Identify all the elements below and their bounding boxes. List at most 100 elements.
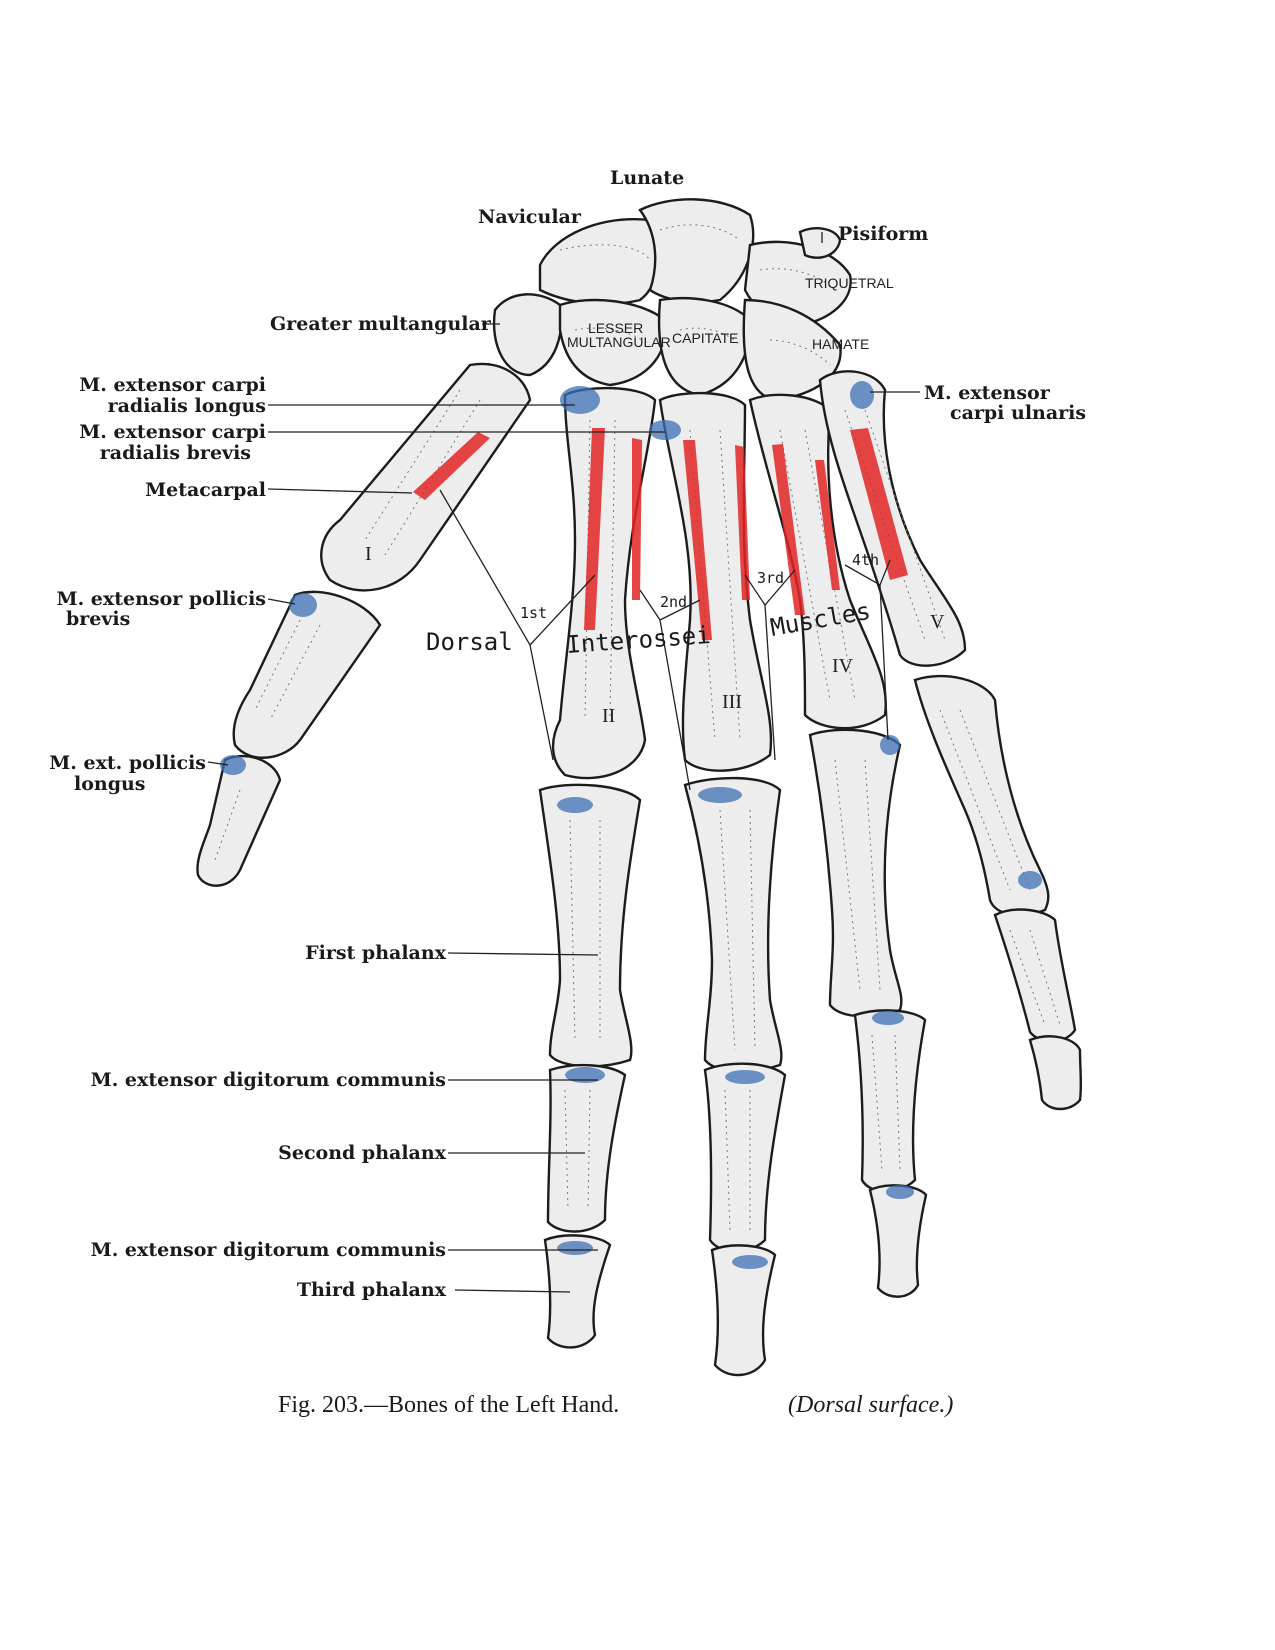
ring-second-phalanx: [853, 1009, 927, 1193]
middle-second-phalanx: [703, 1062, 787, 1253]
label-first-phalanx: First phalanx: [305, 942, 447, 964]
carpal-triquetral: TRIQUETRAL: [805, 275, 894, 291]
carpal-lesser-1: LESSER: [588, 320, 643, 336]
navicular-bone: [538, 218, 660, 306]
label-carpi-ulnaris-1: M. extensor: [924, 382, 1051, 404]
label-pollicis-brevis-1: M. extensor pollicis: [57, 588, 266, 610]
little-third-phalanx: [1028, 1035, 1083, 1111]
blue-insert-carpi-ulnaris: [850, 381, 874, 409]
label-pollicis-longus-2: longus: [74, 773, 146, 795]
capitate-bone: [657, 297, 752, 397]
label-pollicis-brevis-2: brevis: [66, 608, 130, 630]
leader-first-phalanx: [447, 952, 599, 956]
carpal-capitate: CAPITATE: [672, 330, 738, 346]
muscle-insertions: [220, 381, 1042, 1269]
leader-pollicis-brevis: [267, 598, 296, 605]
index-first-phalanx: [538, 783, 642, 1068]
numeral-ii: II: [602, 705, 615, 727]
interossei-1st-down: [529, 644, 554, 761]
lesser-multangular-bone: [558, 298, 667, 387]
blue-insert-index-p3: [557, 1241, 593, 1255]
caption-main: Fig. 203.—Bones of the Left Hand.: [278, 1392, 619, 1418]
little-first-phalanx: [913, 674, 1050, 917]
metacarpal-i: [320, 362, 532, 592]
red-origin-v: [850, 428, 908, 580]
leader-third-phalanx: [454, 1289, 571, 1293]
label-carpi-rad-longus-1: M. extensor carpi: [79, 374, 266, 396]
ring-shading: [779, 429, 901, 1171]
blue-insert-little-p1: [1018, 871, 1042, 889]
label-ext-dig-communis-b: M. extensor digitorum communis: [91, 1239, 446, 1261]
label-ext-dig-communis-a: M. extensor digitorum communis: [91, 1069, 446, 1091]
label-metacarpal: Metacarpal: [145, 479, 266, 501]
lunate-bone: [638, 198, 755, 304]
label-carpi-rad-brevis-2: radialis brevis: [100, 442, 251, 464]
muscle-origins: [413, 428, 908, 640]
carpal-bones: [492, 198, 852, 402]
label-pisiform: Pisiform: [838, 223, 928, 245]
leader-metacarpal: [267, 488, 413, 494]
label-greater-multangular: Greater multangular: [270, 313, 492, 335]
pisiform-bone: [798, 227, 842, 259]
blue-insert-index-p1: [557, 797, 593, 813]
blue-insert-ring-p1: [880, 735, 900, 755]
anatomical-labels: Lunate Navicular Pisiform Greater multan…: [49, 167, 1086, 1301]
carpal-lesser-2: MULTANGULAR: [567, 334, 671, 350]
leader-pollicis-longus: [207, 761, 229, 766]
red-origin-iii-b: [735, 445, 750, 600]
blue-insert-carpi-radialis-brevis: [649, 420, 681, 440]
numeral-v: V: [930, 611, 945, 633]
index-second-phalanx: [546, 1063, 627, 1233]
middle-third-phalanx: [710, 1244, 777, 1377]
blue-insert-middle-p2: [725, 1070, 765, 1084]
metacarpal-ii: [551, 386, 657, 780]
carpal-shading: [559, 224, 836, 366]
blue-insert-ring-p3: [886, 1185, 914, 1199]
ordinal-first: 1st: [520, 604, 547, 622]
thumb-proximal-phalanx: [232, 590, 382, 759]
middle-finger-bones: [658, 391, 787, 1377]
red-origin-iii-a: [683, 440, 712, 640]
label-navicular: Navicular: [478, 206, 582, 228]
label-carpi-rad-longus-2: radialis longus: [108, 395, 266, 417]
interossei-labels: Dorsal Interossei Muscles 1st 2nd 3rd 4t…: [426, 551, 879, 659]
thumb-distal-phalanx: [196, 754, 282, 887]
carpal-labels: TRIQUETRAL HAMATE LESSER MULTANGULAR CAP…: [567, 275, 894, 352]
ordinal-third: 3rd: [757, 569, 784, 587]
blue-insert-pollicis-brevis: [289, 593, 317, 617]
red-origin-ii-a: [584, 428, 605, 630]
ordinal-fourth: 4th: [852, 551, 879, 569]
label-second-phalanx: Second phalanx: [278, 1142, 447, 1164]
middle-shading: [689, 429, 756, 1231]
red-origin-iv-a: [772, 444, 805, 615]
label-carpi-rad-brevis-1: M. extensor carpi: [79, 421, 266, 443]
leader-lines: [207, 232, 920, 1293]
dorsal-text: Dorsal: [426, 628, 513, 656]
ring-first-phalanx: [808, 728, 903, 1018]
blue-insert-carpi-radialis-longus: [560, 386, 600, 414]
index-third-phalanx: [543, 1234, 612, 1349]
red-origin-metacarpal-i: [413, 432, 490, 500]
blue-insert-index-p2: [565, 1067, 605, 1083]
blue-insert-middle-p3: [732, 1255, 768, 1269]
index-finger-bones: [538, 386, 657, 1349]
label-pollicis-longus-1: M. ext. pollicis: [49, 752, 206, 774]
caption-sub: (Dorsal surface.): [788, 1392, 953, 1418]
numeral-i: I: [365, 543, 372, 565]
blue-insert-pollicis-longus: [220, 755, 246, 775]
blue-insert-middle-p1: [698, 787, 742, 803]
little-second-phalanx: [993, 908, 1077, 1043]
numeral-iii: III: [722, 691, 742, 713]
numeral-iv: IV: [832, 655, 854, 677]
carpal-hamate: HAMATE: [812, 336, 869, 352]
blue-insert-ring-p2: [872, 1011, 904, 1025]
thumb-bones: [196, 362, 532, 887]
red-origin-iv-b: [815, 460, 840, 590]
red-origin-ii-b: [632, 438, 642, 600]
ring-third-phalanx: [868, 1184, 928, 1298]
label-carpi-ulnaris-2: carpi ulnaris: [950, 402, 1086, 424]
label-lunate: Lunate: [610, 167, 684, 189]
label-third-phalanx: Third phalanx: [297, 1279, 447, 1301]
metacarpal-numerals: I II III IV V: [365, 543, 945, 727]
